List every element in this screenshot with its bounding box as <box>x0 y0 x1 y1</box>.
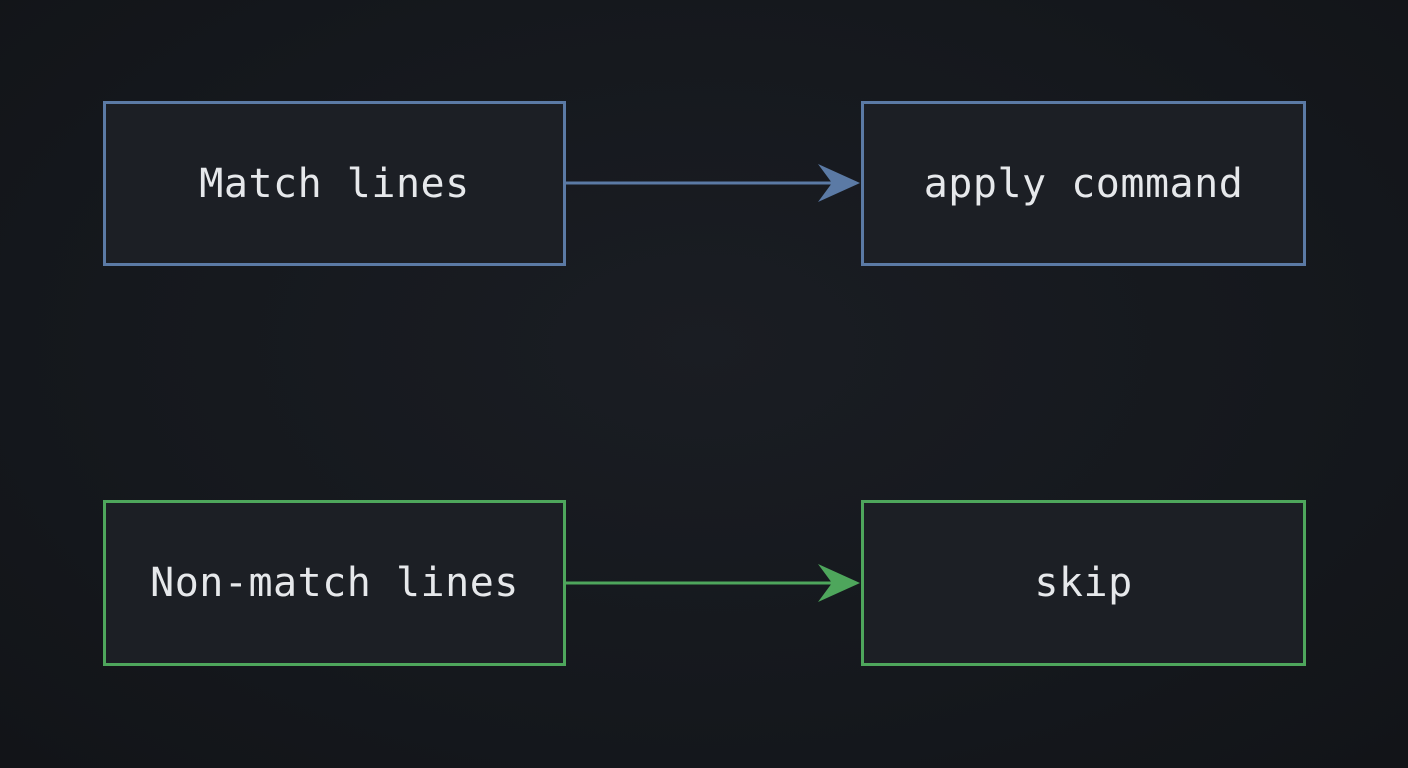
node-match-lines-label: Match lines <box>199 160 470 207</box>
node-non-match-lines-label: Non-match lines <box>150 560 519 606</box>
node-non-match-lines: Non-match lines <box>103 500 566 666</box>
node-match-lines: Match lines <box>103 101 566 266</box>
arrow-match-to-apply <box>566 164 860 202</box>
arrowhead-skip <box>818 564 860 602</box>
node-skip-label: skip <box>1034 560 1133 606</box>
node-skip: skip <box>861 500 1306 666</box>
arrow-nonmatch-to-skip <box>566 564 860 602</box>
arrowhead-apply <box>818 164 860 202</box>
node-apply-command-label: apply command <box>923 160 1244 207</box>
node-apply-command: apply command <box>861 101 1306 266</box>
